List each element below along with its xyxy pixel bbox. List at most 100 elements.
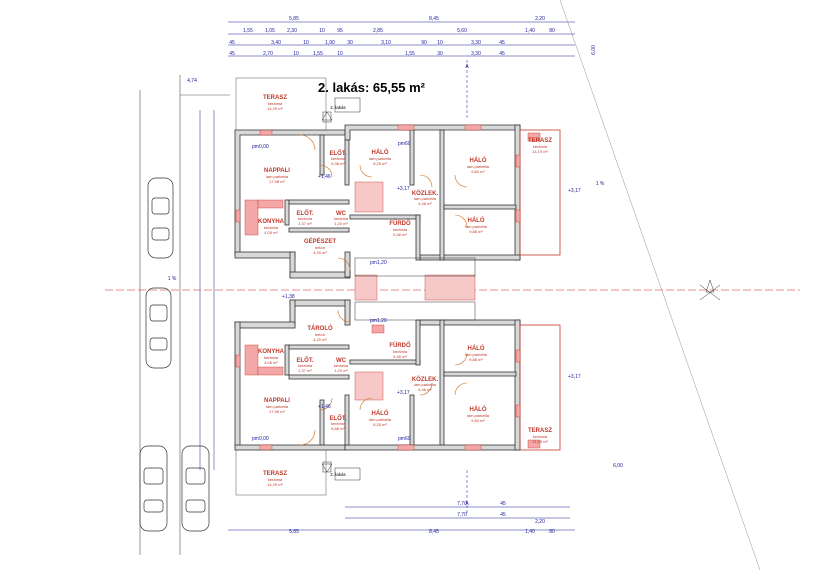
room-floor: kerámia bbox=[533, 434, 548, 439]
dim-top-r2-3: 10 bbox=[319, 28, 325, 34]
dim-top-r4-2: 10 bbox=[293, 51, 299, 57]
room-name: NAPPALI bbox=[264, 168, 290, 174]
room-floor: kerámia bbox=[393, 227, 408, 232]
room-area: 9,84 m² bbox=[471, 418, 485, 423]
level-label: +1,38 bbox=[282, 294, 295, 300]
room-floor: lam.parketta bbox=[414, 382, 437, 387]
dim-top-r4-1: 2,70 bbox=[263, 51, 273, 57]
room-name: HÁLÓ bbox=[372, 148, 389, 156]
left-dimensions bbox=[199, 110, 215, 470]
room-floor: kerámia bbox=[331, 421, 346, 426]
room-name: TERASZ bbox=[263, 471, 287, 477]
room-name: ELŐT. bbox=[296, 210, 313, 217]
dim-top-r2-4: 95 bbox=[337, 28, 343, 34]
room-name: HÁLÓ bbox=[468, 344, 485, 352]
car-icon bbox=[147, 177, 174, 259]
compass-icon bbox=[699, 279, 721, 301]
room-floor: kerámia bbox=[334, 363, 349, 368]
flat-label: 2. lakás bbox=[330, 105, 346, 110]
level-label: pm60 bbox=[398, 436, 411, 442]
room-name: FÜRDŐ bbox=[389, 220, 411, 227]
dim-top-r4-3: 1,55 bbox=[313, 51, 323, 57]
dim-top-r3-8: 3,30 bbox=[471, 40, 481, 46]
room-area: 5,46 m² bbox=[393, 232, 407, 237]
level-474: 4,74 bbox=[187, 78, 197, 84]
dim-bottom: 2,20 bbox=[535, 519, 545, 525]
level-label: +3,17 bbox=[397, 186, 410, 192]
room-floor: kerámia bbox=[533, 144, 548, 149]
room-name: HÁLÓ bbox=[468, 216, 485, 224]
room-name: ELŐT. bbox=[329, 150, 346, 157]
room-area: 4,06 m² bbox=[264, 360, 278, 365]
section-mark-bottom: A bbox=[465, 501, 469, 507]
room-area: 14,29 m² bbox=[267, 482, 283, 487]
dim-top-r2-0: 1,55 bbox=[243, 28, 253, 34]
room-floor: beton bbox=[315, 245, 325, 250]
dim-top-r3-7: 10 bbox=[437, 40, 443, 46]
room-name: ELŐT. bbox=[296, 357, 313, 364]
room-area: 4,05 m² bbox=[264, 230, 278, 235]
room-floor: lam.parketta bbox=[465, 352, 488, 357]
room-floor: kerámia bbox=[393, 349, 408, 354]
room-name: KONYHA bbox=[258, 219, 285, 225]
room-name: GÉPÉSZET bbox=[304, 237, 336, 245]
dim-top-r3-5: 3,10 bbox=[381, 40, 391, 46]
dim-side-top: 6,00 bbox=[591, 45, 597, 55]
level-label: pm1,20 bbox=[370, 318, 387, 324]
room-area: 8,25 m² bbox=[373, 422, 387, 427]
room-floor: lam.parketta bbox=[467, 164, 490, 169]
room-name: HÁLÓ bbox=[470, 156, 487, 164]
dim-top-r3-1: 3,40 bbox=[271, 40, 281, 46]
dim-bottom: 45 bbox=[500, 512, 506, 518]
room-floor: kerámia bbox=[298, 363, 313, 368]
room-area: 8,25 m² bbox=[373, 161, 387, 166]
dim-top-2: 8,45 bbox=[429, 16, 439, 22]
dim-top-r3-4: 30 bbox=[347, 40, 353, 46]
dim-top-r3-9: 45 bbox=[499, 40, 505, 46]
room-name: NAPPALI bbox=[264, 398, 290, 404]
level-label: pm60 bbox=[398, 141, 411, 147]
car-icon bbox=[181, 445, 210, 532]
room-floor: kerámia bbox=[264, 225, 279, 230]
room-name: TÁROLÓ bbox=[307, 324, 333, 332]
dim-side-bottom: 6,00 bbox=[613, 463, 623, 469]
top-unit: TERASZ kerámia 14,29 m² ELŐT. kerámia 6,… bbox=[234, 77, 581, 301]
room-area: 1,20 m² bbox=[334, 221, 348, 226]
room-area: 14,29 m² bbox=[267, 106, 283, 111]
room-floor: kerámia bbox=[331, 156, 346, 161]
room-floor: kerámia bbox=[264, 355, 279, 360]
bottom-unit: TÁROLÓ beton 4,20 m² KONYHA kerámia 4,06… bbox=[234, 294, 581, 496]
room-floor: lam.parketta bbox=[414, 196, 437, 201]
dim-top-r2-7: 1,40 bbox=[525, 28, 535, 34]
dim-top-r3-6: 90 bbox=[421, 40, 427, 46]
level-label: pm0,00 bbox=[252, 436, 269, 442]
dim-top-r3-2: 10 bbox=[303, 40, 309, 46]
car-icon bbox=[139, 445, 168, 532]
dim-top-r2-1: 1,05 bbox=[265, 28, 275, 34]
level-label: +1,46 bbox=[318, 404, 331, 410]
room-floor: lam.parketta bbox=[467, 413, 490, 418]
level-label: +3,17 bbox=[568, 188, 581, 194]
dim-top-r4-8: 45 bbox=[499, 51, 505, 57]
section-marks: A A bbox=[465, 60, 469, 515]
dim-bottom: 80 bbox=[549, 529, 555, 535]
top-dimensions: 5,85 8,45 2,20 1,55 1,05 2,30 10 95 2,85… bbox=[228, 16, 575, 57]
room-floor: kerámia bbox=[334, 216, 349, 221]
dim-top-r4-6: 30 bbox=[437, 51, 443, 57]
dim-bottom: 5,85 bbox=[289, 529, 299, 535]
room-area: 4,46 m² bbox=[418, 387, 432, 392]
level-label: +3,17 bbox=[397, 390, 410, 396]
room-area: 6,88 m² bbox=[331, 426, 345, 431]
room-area: 14,19 m² bbox=[532, 149, 548, 154]
room-name: KÖZLEK. bbox=[412, 190, 439, 197]
level-label: pm0,00 bbox=[252, 144, 269, 150]
room-area: 1,20 m² bbox=[334, 368, 348, 373]
room-name: WC bbox=[336, 211, 347, 217]
room-floor: lam.parketta bbox=[266, 174, 289, 179]
room-name: KÖZLEK. bbox=[412, 376, 439, 383]
room-area: 17,96 m² bbox=[269, 409, 285, 414]
dim-top-r2-2: 2,30 bbox=[287, 28, 297, 34]
parked-cars bbox=[139, 177, 210, 532]
slope-left: 1 % bbox=[168, 276, 177, 282]
